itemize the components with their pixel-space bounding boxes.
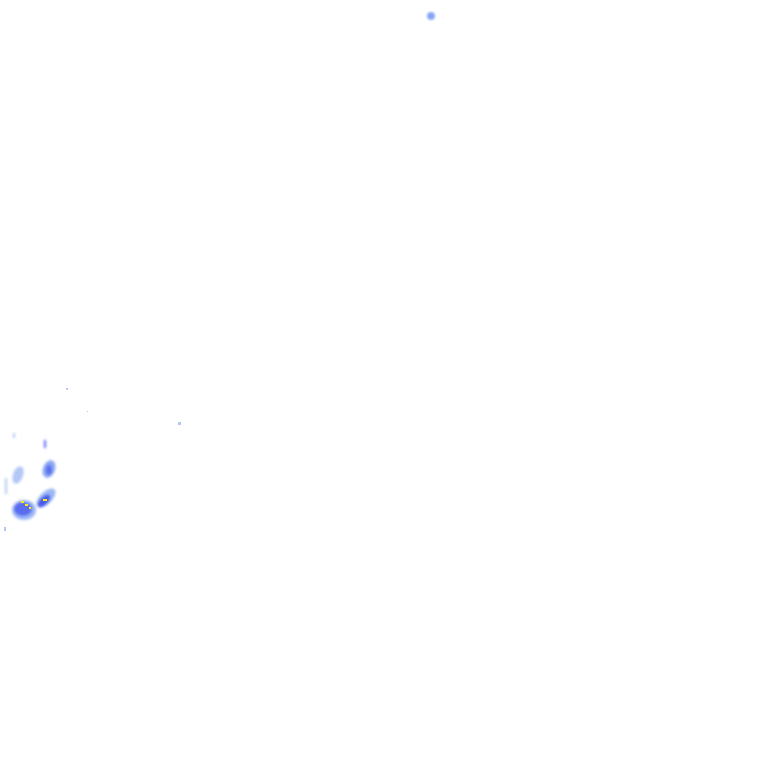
precip-cell-top [427, 12, 435, 20]
precip-light-area [5, 478, 7, 494]
precip-intense-core [43, 499, 47, 501]
precip-light-area [12, 466, 24, 484]
precip-moderate-area [46, 465, 52, 475]
precip-intense-core [21, 501, 24, 503]
precip-intense-core [29, 507, 31, 509]
precip-cluster-southwest [5, 433, 56, 520]
precip-light-area [13, 433, 15, 438]
precip-intense-cores [21, 499, 47, 509]
precip-intense-core [25, 504, 28, 506]
precip-moderate-area [44, 440, 46, 448]
precip-specks [4, 388, 181, 531]
